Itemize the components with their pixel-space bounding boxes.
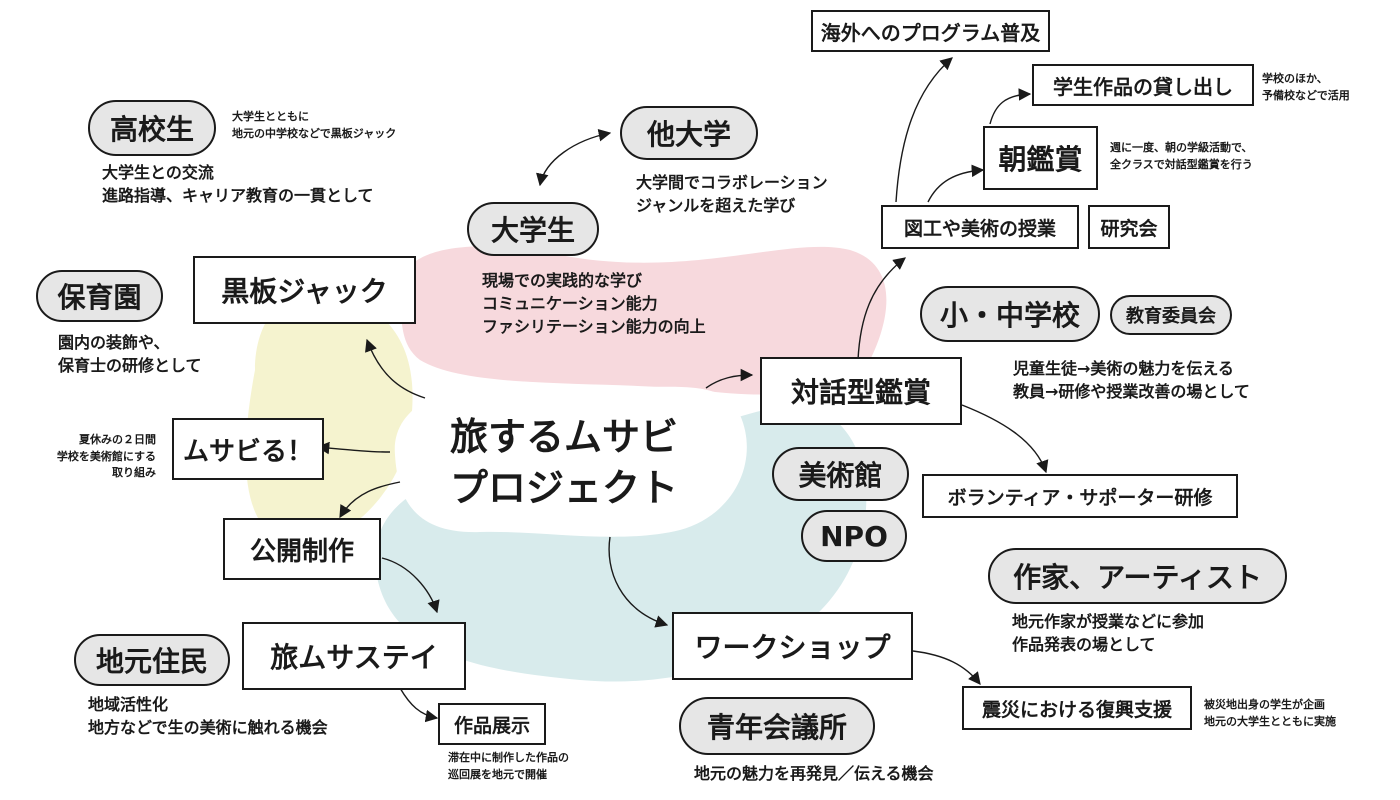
arrow-dialogue-to-artclass: [857, 257, 906, 361]
note-musabiru-line2: 学校を美術館にする: [56, 449, 156, 463]
pill-npo: NPO: [801, 510, 907, 562]
note-musabiru: 夏休みの２日間 学校を美術館にする 取り組み: [38, 432, 156, 482]
arrow-center-to-workshop: [608, 536, 669, 628]
pill-board: 教育委員会: [1110, 295, 1232, 335]
text-university-line2: コミュニケーション能力: [482, 294, 658, 314]
box-musabiru: ムサビる！: [172, 418, 324, 480]
center-title: 旅するムサビ プロジェクト: [450, 412, 678, 515]
pill-highschool: 高校生: [88, 100, 216, 156]
box-research: 研究会: [1088, 205, 1170, 249]
arrow-center-to-blackboard: [365, 338, 426, 399]
arrow-artclass-to-overseas: [895, 57, 953, 203]
box-overseas: 海外へのプログラム普及: [811, 10, 1050, 52]
text-residents-line2: 地方などで生の美術に触れる機会: [88, 718, 328, 738]
text-jc-line1: 地元の魅力を再発見／伝える機会: [694, 764, 934, 783]
note-exhibit-line1: 滞在中に制作した作品の: [448, 751, 569, 764]
text-highschool-line1: 大学生との交流: [102, 163, 214, 182]
center-white-blob: [394, 382, 747, 537]
text-university-line3: ファシリテーション能力の向上: [482, 317, 706, 337]
arrow-artclass-to-morning: [927, 164, 985, 203]
center-title-line1: 旅するムサビ: [450, 415, 679, 459]
text-nursery-line1: 園内の装飾や、: [58, 333, 170, 352]
note-highschool: 大学生とともに 地元の中学校などで黒板ジャック: [232, 109, 396, 142]
note-exhibit-line2: 巡回展を地元で開催: [448, 767, 547, 781]
text-school-line1: 児童生徒→美術の魅力を伝える: [1013, 359, 1234, 378]
box-morning: 朝鑑賞: [983, 126, 1098, 190]
box-dialogue: 対話型鑑賞: [760, 357, 962, 425]
arrow-public-to-stay: [381, 557, 440, 614]
text-university: 現場での実践的な学び コミュニケーション能力 ファシリテーション能力の向上: [482, 269, 706, 339]
pill-other-univ: 他大学: [620, 106, 758, 160]
note-morning-line2: 全クラスで対話型鑑賞を行う: [1110, 157, 1253, 171]
note-highschool-line1: 大学生とともに: [232, 110, 309, 123]
text-artist-line2: 作品発表の場として: [1012, 635, 1156, 655]
text-artist: 地元作家が授業などに参加 作品発表の場として: [1012, 610, 1204, 656]
note-exhibit: 滞在中に制作した作品の 巡回展を地元で開催: [448, 750, 569, 783]
note-loan-line1: 学校のほか、: [1262, 72, 1328, 85]
note-musabiru-line1: 夏休みの２日間: [79, 433, 156, 446]
text-other-univ-line2: ジャンルを超えた学び: [636, 196, 796, 216]
text-university-line1: 現場での実践的な学び: [482, 271, 643, 290]
text-nursery-line2: 保育士の研修として: [58, 356, 202, 376]
arrow-univ-other: [536, 129, 612, 187]
text-nursery: 園内の装飾や、 保育士の研修として: [58, 331, 202, 377]
arrow-morning-to-loan: [989, 88, 1032, 125]
note-disaster: 被災地出身の学生が企画 地元の大学生とともに実施: [1204, 697, 1336, 730]
arrow-center-to-public: [339, 481, 401, 519]
text-highschool: 大学生との交流 進路指導、キャリア教育の一貫として: [102, 161, 374, 207]
box-workshop: ワークショップ: [672, 612, 913, 680]
box-exhibit: 作品展示: [438, 703, 546, 745]
note-loan-line2: 予備校などで活用: [1262, 88, 1350, 102]
note-morning-line1: 週に一度、朝の学級活動で、: [1110, 141, 1253, 154]
arrow-dialogue-to-volunteer: [961, 404, 1049, 474]
pill-museum: 美術館: [772, 447, 909, 501]
arrow-stay-to-exhibit: [399, 687, 439, 723]
pill-jc: 青年会議所: [679, 697, 875, 755]
note-musabiru-line3: 取り組み: [112, 466, 156, 479]
center-title-line2: プロジェクト: [450, 466, 679, 511]
note-morning: 週に一度、朝の学級活動で、 全クラスで対話型鑑賞を行う: [1110, 140, 1253, 173]
note-highschool-line2: 地元の中学校などで黒板ジャック: [232, 126, 397, 140]
note-disaster-line1: 被災地出身の学生が企画: [1204, 698, 1325, 711]
arrow-center-to-dialogue: [705, 368, 754, 389]
box-disaster: 震災における復興支援: [962, 686, 1192, 730]
text-school-line2: 教員→研修や授業改善の場として: [1013, 382, 1250, 402]
pill-residents: 地元住民: [74, 634, 230, 686]
note-disaster-line2: 地元の大学生とともに実施: [1204, 714, 1336, 728]
text-other-univ-line1: 大学間でコラボレーション: [636, 173, 828, 192]
text-residents-line1: 地域活性化: [88, 695, 169, 714]
yellow-blob: [245, 288, 413, 544]
text-school: 児童生徒→美術の魅力を伝える 教員→研修や授業改善の場として: [1013, 357, 1250, 403]
pill-university: 大学生: [467, 202, 599, 256]
text-jc: 地元の魅力を再発見／伝える機会: [694, 762, 934, 785]
pill-nursery: 保育園: [36, 270, 163, 322]
box-blackboard: 黒板ジャック: [193, 256, 416, 324]
box-loan: 学生作品の貸し出し: [1032, 64, 1254, 106]
text-highschool-line2: 進路指導、キャリア教育の一貫として: [102, 186, 374, 206]
note-loan: 学校のほか、 予備校などで活用: [1262, 71, 1350, 104]
arrow-workshop-to-disaster: [912, 650, 981, 685]
text-artist-line1: 地元作家が授業などに参加: [1012, 612, 1205, 631]
pill-artist: 作家、アーティスト: [988, 548, 1287, 604]
box-volunteer: ボランティア・サポーター研修: [922, 474, 1238, 518]
arrow-center-to-musabiru: [316, 441, 391, 455]
text-other-univ: 大学間でコラボレーション ジャンルを超えた学び: [636, 171, 828, 217]
box-stay: 旅ムサステイ: [242, 622, 466, 690]
text-residents: 地域活性化 地方などで生の美術に触れる機会: [88, 693, 328, 739]
pill-school: 小・中学校: [920, 286, 1100, 342]
box-art-class: 図工や美術の授業: [881, 205, 1079, 249]
box-public: 公開制作: [223, 518, 381, 580]
